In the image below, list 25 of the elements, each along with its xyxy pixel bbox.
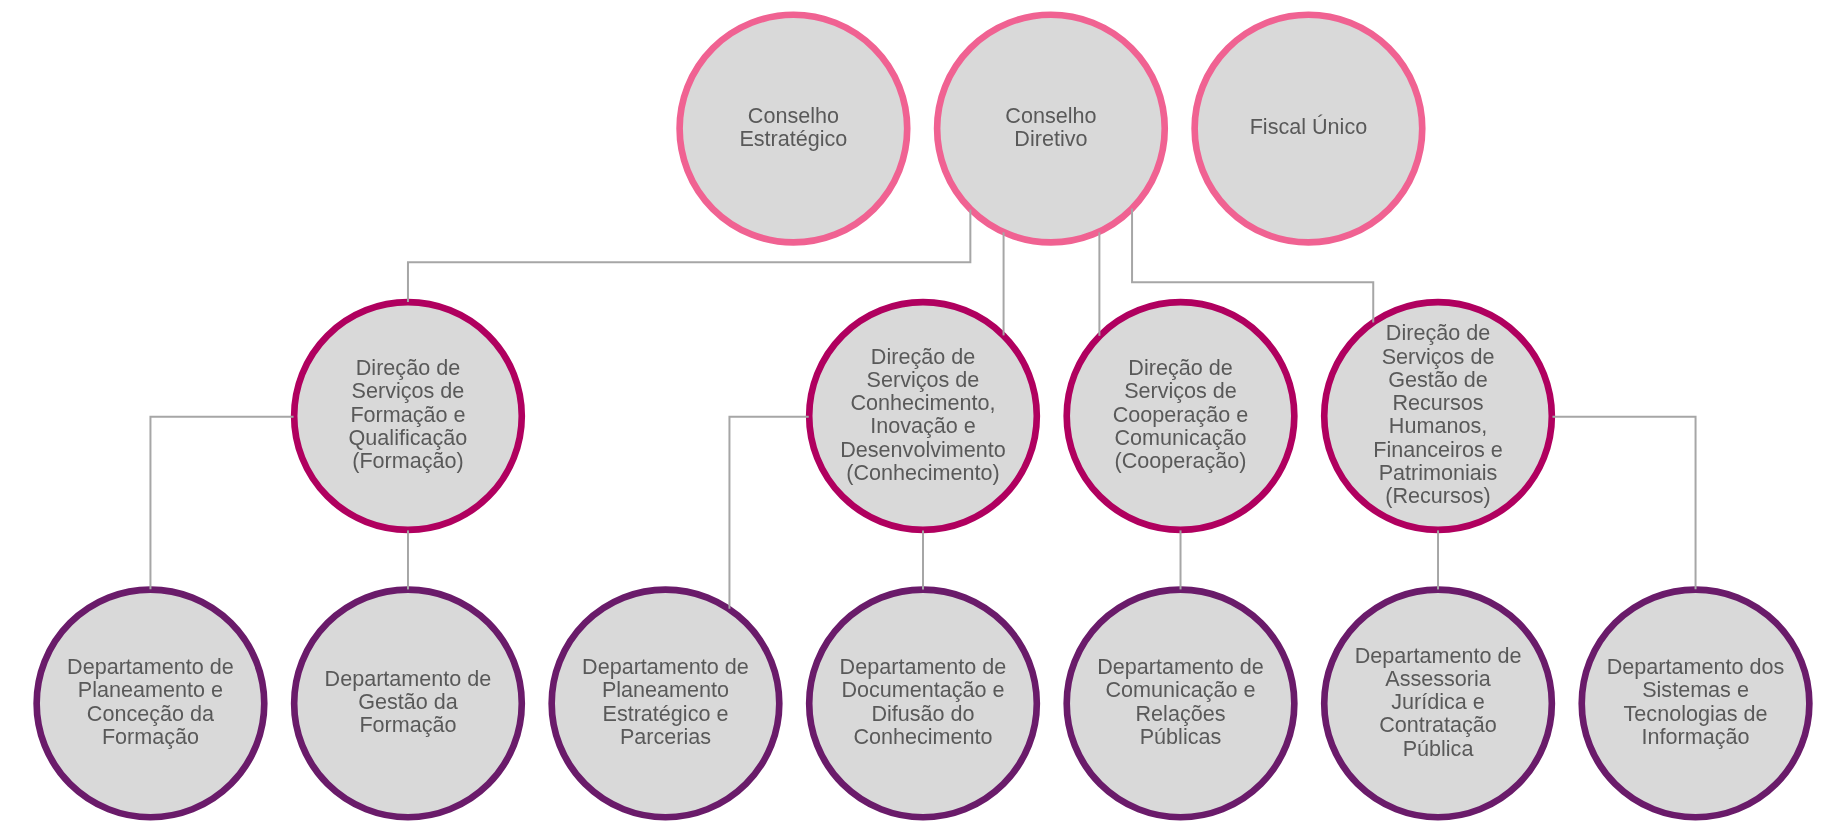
connector <box>148 415 294 591</box>
node-circle: Departamento de Planeamento Estratégico e Parcerias <box>547 586 783 821</box>
node-circle: Direção de Serviços de Formação e Qualificação (Formação) <box>290 298 525 534</box>
connector <box>1097 231 1100 337</box>
connector <box>406 529 409 591</box>
node-circle: Departamento de Planeamento e Conceção da Formação <box>32 586 268 821</box>
connector <box>1551 415 1697 591</box>
node-circle: Departamento de Documentação e Difusão do Conhecimento <box>805 586 1040 821</box>
connector <box>1130 207 1374 324</box>
node-circle: Conselho Estratégico <box>675 11 911 246</box>
node-circle: Direção de Serviços de Cooperação e Comunicação (Cooperação) <box>1062 298 1298 534</box>
node-circle: Direção de Serviços de Gestão de Recursos Humanos, Financeiros e Patrimoniais (Recursos) <box>1320 298 1555 534</box>
connector <box>1002 231 1005 337</box>
node-circle: Departamento de Comunicação e Relações Públicas <box>1062 586 1298 821</box>
node-circle: Conselho Diretivo <box>933 11 1168 246</box>
node-circle: Departamento dos Sistemas e Tecnologias de Informação <box>1577 586 1813 821</box>
connector <box>406 208 971 303</box>
node-circle: Direção de Serviços de Conhecimento, Inovação e Desenvolvimento (Conhecimento) <box>805 298 1040 534</box>
connector <box>727 415 810 610</box>
connector <box>1179 529 1181 591</box>
connector <box>921 529 924 591</box>
connector <box>1436 529 1439 591</box>
node-circle: Fiscal Único <box>1190 11 1426 246</box>
node-circle: Departamento de Assessoria Jurídica e Contratação Pública <box>1320 586 1555 821</box>
node-circle: Departamento de Gestão da Formação <box>290 586 525 821</box>
